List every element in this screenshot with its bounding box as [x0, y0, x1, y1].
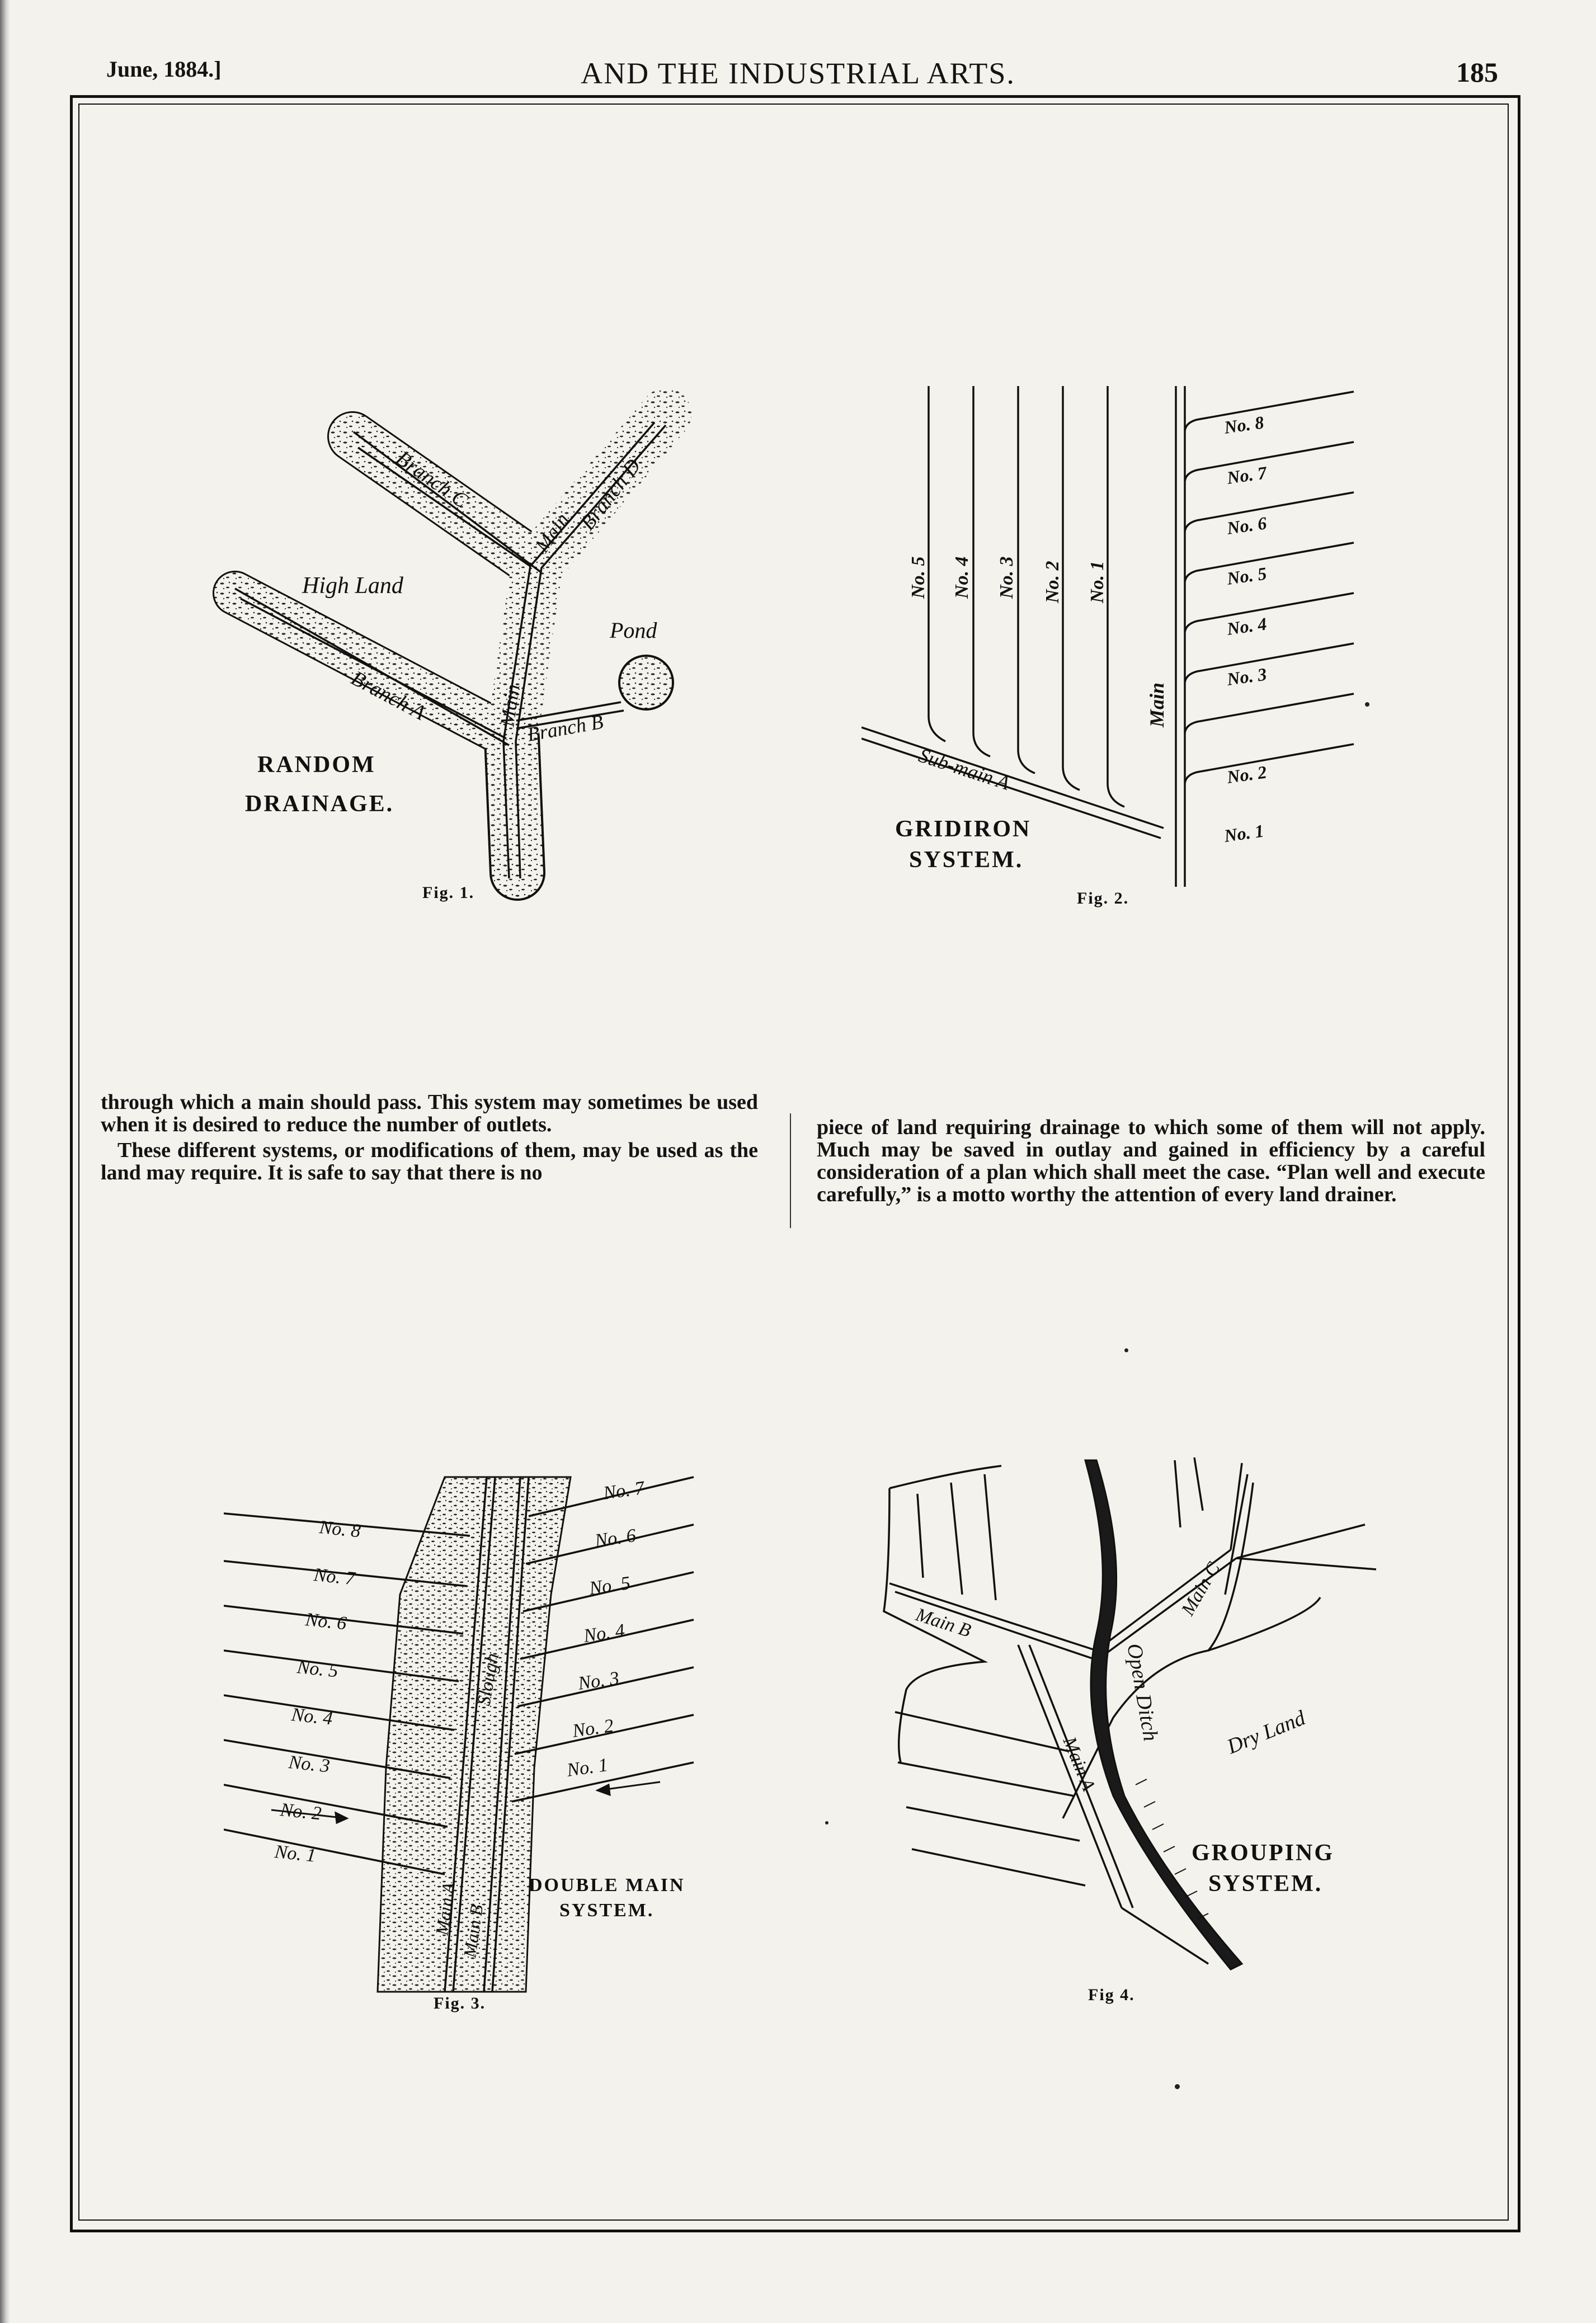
paragraph: piece of land requiring drainage to whic…: [817, 1116, 1485, 1206]
label-pond: Pond: [609, 618, 657, 643]
caption-line-1: RANDOM: [257, 752, 376, 778]
left-drain-labels: No. 5 No. 4 No. 3 No. 2 No. 1: [908, 556, 1108, 604]
drain-label: No. 3: [1225, 664, 1268, 689]
caption-line-1: GROUPING: [1192, 1840, 1334, 1866]
drain-label: No. 2: [1042, 561, 1063, 604]
caption-line-2: SYSTEM.: [909, 847, 1023, 873]
drain-label: No. 5: [908, 556, 929, 599]
figure-grouping-system: Main B Main A Main C Open Ditch Dry Land…: [873, 1449, 1376, 2009]
drain-label: No. 6: [304, 1609, 347, 1634]
ink-speck: [825, 1821, 828, 1824]
drain-label: No. 2: [571, 1715, 615, 1742]
label-sub-main: Sub-main A: [916, 744, 1013, 794]
drain-label: No. 1: [1087, 561, 1108, 604]
drain-label: No. 7: [601, 1478, 647, 1504]
ink-speck: [1175, 2084, 1180, 2089]
drain-label: No. 7: [312, 1564, 357, 1590]
figure-number: Fig. 1.: [422, 883, 474, 902]
label-main: Main: [1146, 683, 1168, 728]
right-drain-labels: No. 8 No. 7 No. 6 No. 5 No. 4 No. 3 No. …: [1222, 412, 1269, 846]
caption-line-1: GRIDIRON: [895, 816, 1031, 842]
pond: [619, 656, 673, 709]
page-edge-shadow: [0, 0, 10, 2323]
label-open-ditch: Open Ditch: [1122, 1642, 1162, 1743]
figure-number: Fig 4.: [1088, 1986, 1135, 2004]
ink-speck: [1124, 1348, 1128, 1352]
drain-label: No. 4: [582, 1620, 626, 1647]
drain-label: No. 7: [1225, 462, 1269, 488]
drain-label: No. 5: [295, 1657, 339, 1682]
drain-label: No. 2: [279, 1799, 322, 1824]
label-dry-land: Dry Land: [1223, 1706, 1310, 1759]
right-drain-labels: No. 7 No. 6 No. 5 No. 4 No. 3 No. 2 No. …: [565, 1478, 647, 1781]
drain-label: No. 3: [996, 556, 1017, 599]
drain-label: No. 5: [1225, 563, 1268, 589]
drain-label: No. 1: [273, 1841, 317, 1866]
paragraph: These different systems, or modification…: [101, 1139, 758, 1184]
figure-gridiron-system: No. 5 No. 4 No. 3 No. 2 No. 1 Main Sub-m…: [861, 369, 1382, 923]
figure-number: Fig. 2.: [1077, 889, 1129, 907]
header-title: AND THE INDUSTRIAL ARTS.: [0, 56, 1596, 91]
drain-label: No. 3: [576, 1668, 620, 1694]
caption-line-1: DOUBLE MAIN: [529, 1875, 685, 1896]
drain-label: No. 8: [1222, 412, 1265, 438]
figure-number: Fig. 3.: [434, 1994, 486, 2012]
drain-label: No. 8: [318, 1517, 361, 1542]
column-divider: [790, 1113, 791, 1228]
label-high-land: High Land: [302, 573, 404, 599]
drain-label: No. 4: [290, 1704, 333, 1729]
label-main-c: Main C: [1177, 1559, 1224, 1620]
left-drain-labels: No. 8 No. 7 No. 6 No. 5 No. 4 No. 3 No. …: [273, 1517, 361, 1866]
page-number: 185: [1456, 56, 1498, 88]
drain-label: No. 6: [1225, 512, 1268, 538]
figure-double-main-system: No. 8 No. 7 No. 6 No. 5 No. 4 No. 3 No. …: [224, 1455, 727, 2014]
drain-label: No. 6: [593, 1525, 637, 1551]
label-main-b: Main B: [913, 1604, 974, 1642]
caption-line-2: DRAINAGE.: [245, 791, 394, 817]
caption-line-2: SYSTEM.: [559, 1900, 654, 1921]
caption-line-2: SYSTEM.: [1208, 1871, 1322, 1897]
drain-label: No. 4: [1225, 613, 1268, 639]
text-column-right: piece of land requiring drainage to whic…: [817, 1116, 1485, 1206]
text-column-left: through which a main should pass. This s…: [101, 1091, 758, 1184]
drain-label: No. 1: [1222, 820, 1265, 846]
drain-label: No. 5: [587, 1573, 632, 1599]
figure-random-drainage: High Land Pond Branch A Branch B Branch …: [207, 369, 738, 929]
drain-label: No. 4: [952, 556, 972, 599]
paragraph: through which a main should pass. This s…: [101, 1091, 758, 1136]
drain-label: No. 1: [565, 1755, 609, 1781]
ink-speck: [1365, 702, 1369, 707]
drain-lines: [861, 386, 1354, 887]
drain-label: No. 3: [287, 1752, 331, 1777]
